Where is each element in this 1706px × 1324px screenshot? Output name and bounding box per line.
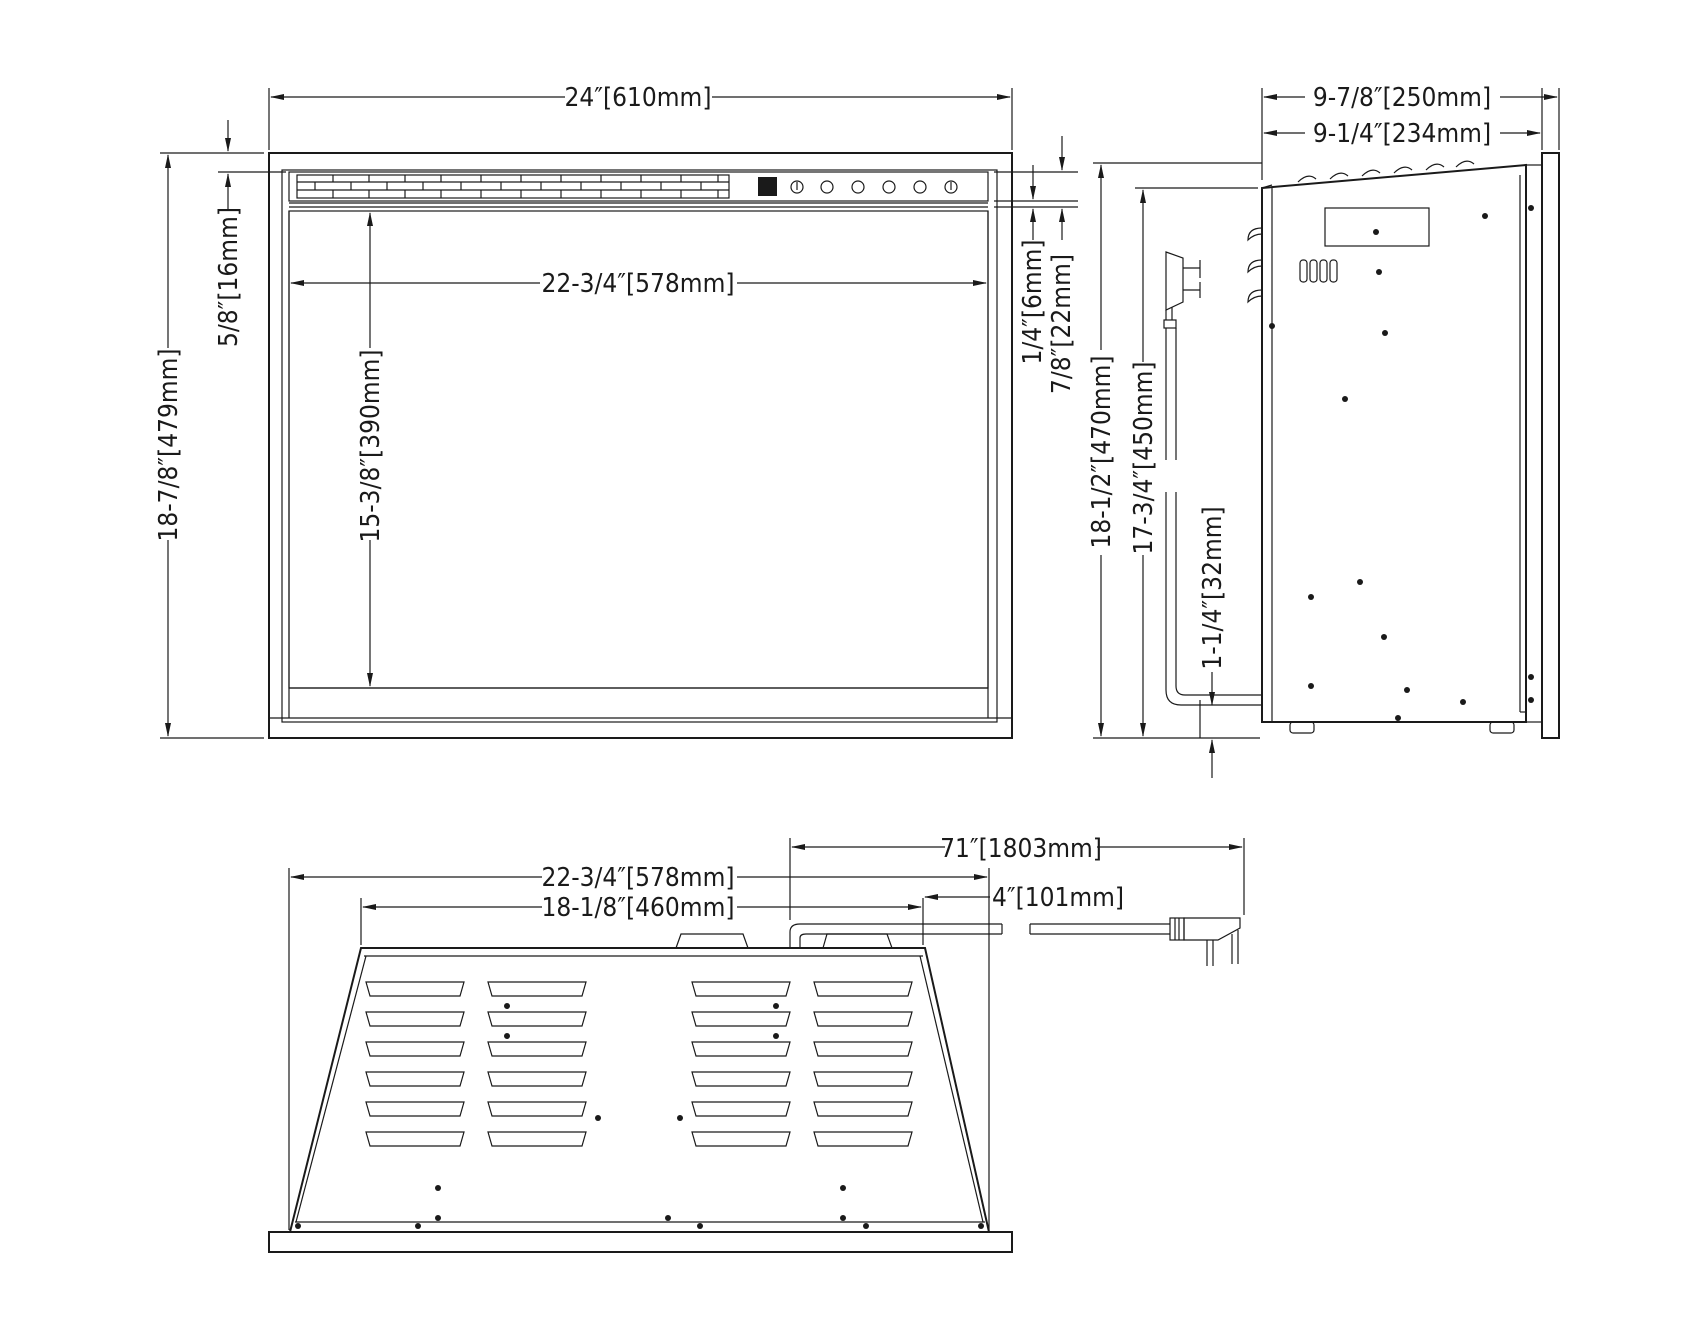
bottom-body-width-label: 22-3/4″[578mm] bbox=[541, 863, 734, 893]
power-icon bbox=[790, 180, 804, 194]
heat-icon bbox=[882, 180, 896, 194]
bottom-louvers bbox=[365, 981, 913, 1147]
side-view: 9-7/8″[250mm] 9-1/4″[234mm] 18-1/2″[470m… bbox=[1087, 83, 1560, 778]
side-overall-height-label: 18-1/2″[470mm] bbox=[1087, 355, 1117, 548]
front-view: 24″[610mm] 22-3/4″[578mm] 18-7/8″[479mm]… bbox=[154, 83, 1078, 739]
side-top-louvers bbox=[1297, 160, 1475, 183]
side-body bbox=[1261, 163, 1527, 723]
front-right-offset-b-label: 7/8″[22mm] bbox=[1047, 254, 1077, 394]
rating-label bbox=[1324, 207, 1430, 247]
display-icon bbox=[758, 177, 777, 196]
bottom-power-cord bbox=[789, 917, 1241, 966]
front-frame-inner bbox=[281, 169, 998, 723]
side-trim-plate bbox=[1541, 152, 1560, 739]
bottom-cord-exit-label: 4″[101mm] bbox=[992, 883, 1124, 913]
side-cord-offset-label: 1-1/4″[32mm] bbox=[1198, 506, 1228, 669]
bottom-screws bbox=[295, 1003, 984, 1229]
front-opening-width-label: 22-3/4″[578mm] bbox=[541, 269, 734, 299]
side-body-depth-label: 9-1/4″[234mm] bbox=[1313, 119, 1491, 149]
front-right-offset-a-label: 1/4″[6mm] bbox=[1018, 239, 1048, 364]
front-frame-outer bbox=[268, 152, 1013, 739]
bottom-front-plate bbox=[268, 1231, 1013, 1253]
front-overall-width-label: 24″[610mm] bbox=[565, 83, 712, 113]
bottom-cord-length-label: 71″[1803mm] bbox=[940, 834, 1102, 864]
bottom-plug-icon bbox=[1183, 917, 1241, 941]
light-icon bbox=[913, 180, 927, 194]
side-overall-depth-label: 9-7/8″[250mm] bbox=[1313, 83, 1491, 113]
side-screws bbox=[1269, 205, 1534, 721]
front-top-offset-label: 5/8″[16mm] bbox=[214, 207, 244, 347]
control-panel bbox=[758, 177, 958, 196]
control-strip bbox=[288, 171, 989, 202]
side-body-height-label: 17-3/4″[450mm] bbox=[1129, 361, 1159, 554]
remote-icon bbox=[944, 180, 958, 194]
timer-icon bbox=[820, 180, 834, 194]
plug-icon bbox=[1165, 251, 1184, 311]
front-opening-height-label: 15-3/8″[390mm] bbox=[356, 349, 386, 542]
power-cord bbox=[1163, 251, 1262, 706]
bottom-body bbox=[288, 947, 991, 1233]
bottom-rear-width-label: 18-1/8″[460mm] bbox=[541, 893, 734, 923]
front-vent-grille bbox=[296, 174, 730, 199]
bottom-view: 71″[1803mm] 22-3/4″[578mm] 18-1/8″[460mm… bbox=[268, 834, 1245, 1253]
flame-icon bbox=[851, 180, 865, 194]
front-overall-height-label: 18-7/8″[479mm] bbox=[154, 348, 184, 541]
